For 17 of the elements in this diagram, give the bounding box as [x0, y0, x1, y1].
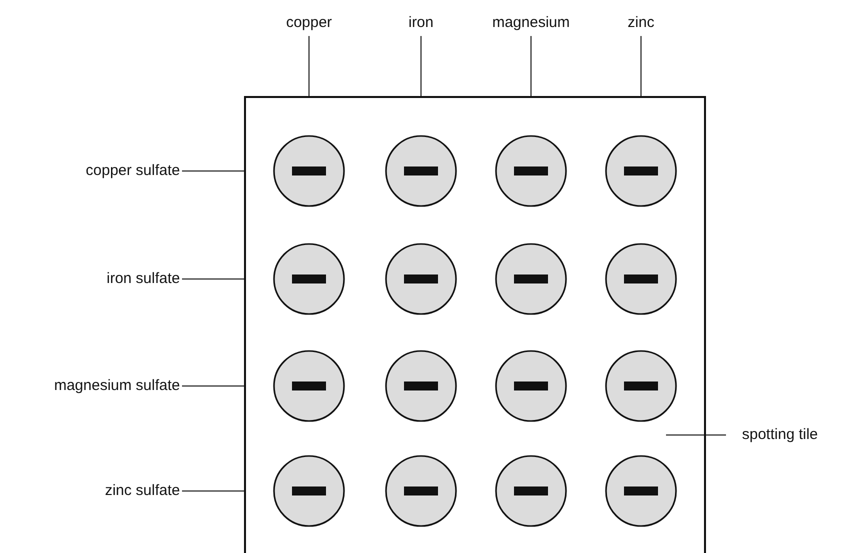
part-label: iron sulfate [0, 270, 180, 288]
part-label: copper sulfate [0, 162, 180, 180]
leader-line [182, 170, 244, 172]
part-label: magnesium [471, 14, 591, 32]
part-label: copper [259, 14, 359, 32]
part-label: zinc sulfate [0, 482, 180, 500]
leader-line [530, 36, 532, 96]
leader-line [182, 278, 244, 280]
leader-line [308, 36, 310, 96]
part-label: zinc [591, 14, 691, 32]
leader-line [182, 490, 244, 492]
part-label: iron [371, 14, 471, 32]
part-label: spotting tile [742, 426, 867, 444]
leader-line [420, 36, 422, 96]
leader-line [666, 434, 726, 436]
leader-line [640, 36, 642, 96]
part-label: magnesium sulfate [0, 377, 180, 395]
